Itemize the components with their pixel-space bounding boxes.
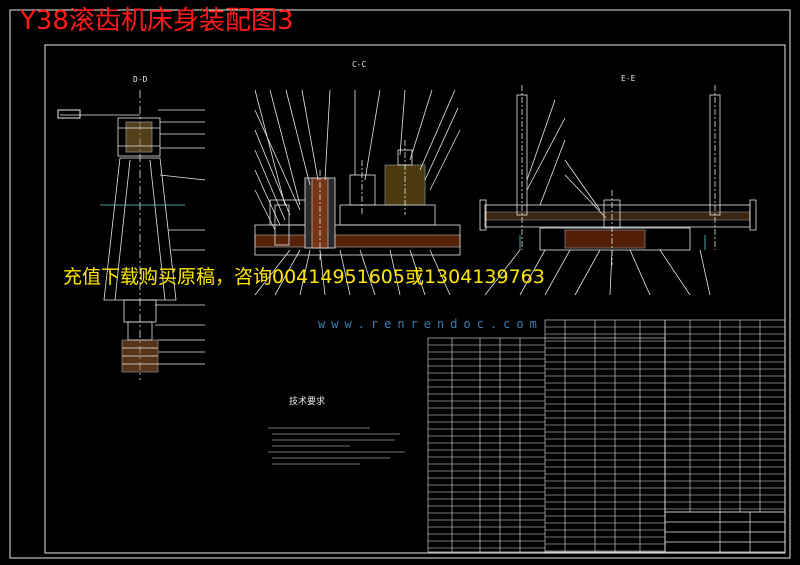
view-d-d [60,90,206,380]
view-c-c [254,89,461,296]
watermark-text: www.renrendoc.com [318,317,543,331]
inner-border [44,44,786,554]
section-label-c-c: C-C [352,60,367,69]
parts-list-table [427,319,786,553]
section-label-d-d: D-D [133,75,148,84]
view-e-e [479,85,757,296]
tech-requirements-lines [268,427,405,465]
outer-border [9,9,791,559]
tech-requirements-title: 技术要求 [289,397,326,407]
drawing-code-box [57,109,81,119]
drawing-title: Y38滚齿机床身装配图3 [20,6,294,36]
section-label-e-e: E-E [621,74,636,83]
contact-banner: 充值下载购买原稿，咨询0041495160​5或1304139763 [63,266,545,288]
title-block [664,511,786,553]
